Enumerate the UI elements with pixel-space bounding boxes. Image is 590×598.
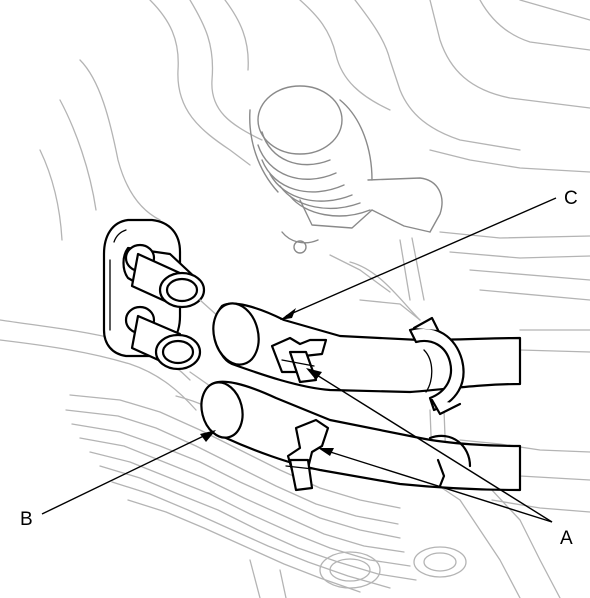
heater-core-pipes (102, 218, 206, 371)
lower-hose-clip (285, 418, 330, 492)
callout-label-c: C (564, 188, 578, 209)
lower-heater-hose (200, 380, 522, 492)
callout-leader-lines (41, 197, 557, 523)
callout-label-b: B (20, 509, 33, 530)
callout-label-a: A (560, 528, 573, 549)
